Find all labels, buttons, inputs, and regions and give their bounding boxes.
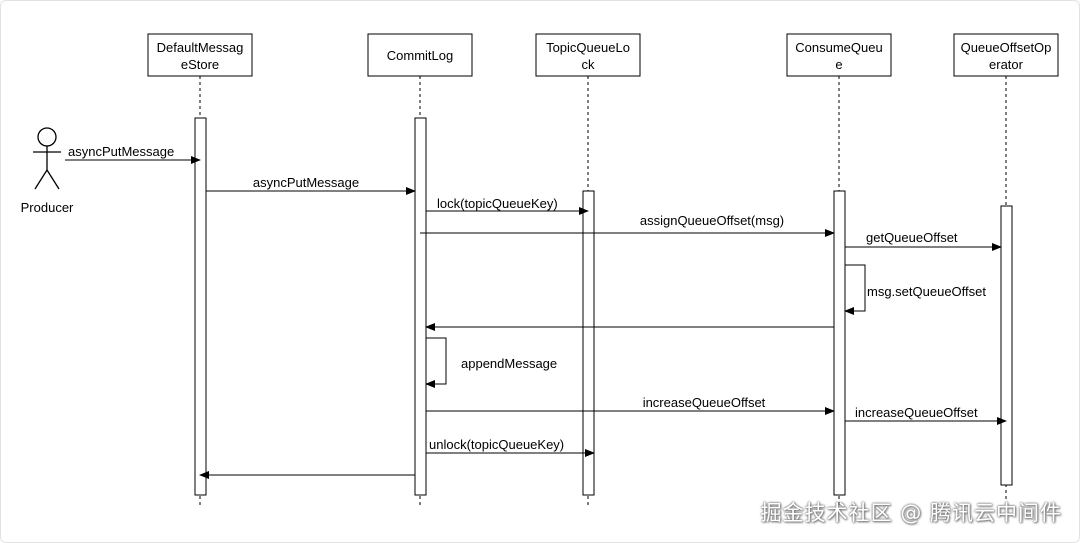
actor-producer: Producer — [21, 127, 74, 215]
participant-label-store-2: eStore — [181, 57, 219, 72]
participant-queue-offset-operator: QueueOffsetOp erator — [953, 33, 1059, 506]
message-m5: getQueueOffset — [845, 230, 1002, 251]
actor-head — [37, 127, 57, 147]
message-label: increaseQueueOffset — [643, 395, 766, 410]
participant-consume-queue: ConsumeQueu e — [786, 33, 892, 506]
message-m9: increaseQueueOffset — [426, 395, 835, 415]
participant-label-cq: ConsumeQueu — [795, 40, 882, 55]
participant-label-commitlog: CommitLog — [387, 48, 453, 63]
participant-box-store — [147, 33, 253, 77]
participant-label-cq-2: e — [835, 57, 842, 72]
message-label: getQueueOffset — [866, 230, 958, 245]
actor-leg-left — [34, 169, 48, 190]
message-m3: lock(topicQueueKey) — [426, 196, 589, 215]
actor-leg-right — [46, 169, 60, 190]
message-m8-self: appendMessage — [425, 337, 557, 388]
activation-cq — [833, 190, 846, 496]
message-label: asyncPutMessage — [253, 175, 359, 190]
participant-box-qoo — [953, 33, 1059, 77]
message-m2: asyncPutMessage — [206, 175, 416, 195]
message-m10: increaseQueueOffset — [845, 405, 1007, 425]
activation-lock — [582, 190, 595, 496]
message-label: appendMessage — [461, 356, 557, 371]
actor-label: Producer — [21, 200, 74, 215]
message-label: lock(topicQueueKey) — [437, 196, 558, 211]
participant-label-lock: TopicQueueLo — [546, 40, 630, 55]
activation-commitlog — [414, 117, 427, 496]
message-label: unlock(topicQueueKey) — [429, 437, 564, 452]
message-label: msg.setQueueOffset — [867, 284, 986, 299]
message-label: increaseQueueOffset — [855, 405, 978, 420]
participant-label-qoo: QueueOffsetOp — [961, 40, 1052, 55]
participant-default-message-store: DefaultMessag eStore — [147, 33, 253, 506]
message-label: asyncPutMessage — [68, 144, 174, 159]
participant-box-commitlog — [367, 33, 473, 77]
participant-topic-queue-lock: TopicQueueLo ck — [535, 33, 641, 506]
participant-box-lock — [535, 33, 641, 77]
activation-store — [194, 117, 207, 496]
message-arrow — [425, 337, 447, 388]
activation-qoo — [1000, 205, 1013, 486]
watermark: 掘金技术社区 @ 腾讯云中间件 — [760, 501, 1062, 525]
participant-commitlog: CommitLog — [367, 33, 473, 506]
message-arrow — [844, 264, 866, 315]
participant-label-store: DefaultMessag — [157, 40, 244, 55]
message-m11: unlock(topicQueueKey) — [426, 437, 595, 457]
message-m6-self: msg.setQueueOffset — [844, 264, 986, 315]
participant-label-qoo-2: erator — [989, 57, 1024, 72]
participant-box-cq — [786, 33, 892, 77]
message-m1: asyncPutMessage — [65, 144, 201, 164]
message-label: assignQueueOffset(msg) — [640, 213, 784, 228]
participant-label-lock-2: ck — [582, 57, 596, 72]
message-m4: assignQueueOffset(msg) — [420, 213, 835, 237]
